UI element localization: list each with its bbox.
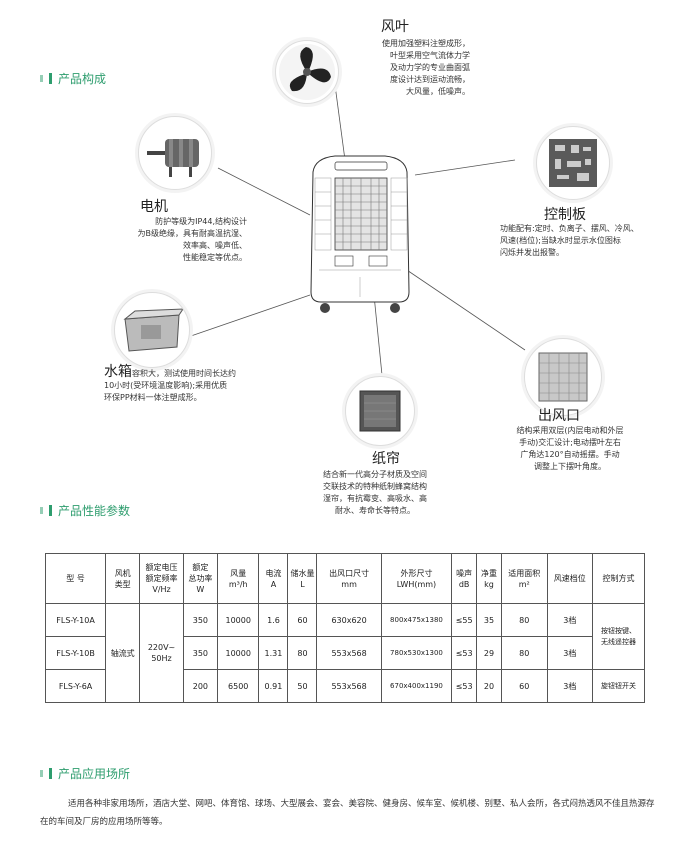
air-outlet-title: 出风口 [538,408,580,424]
section-application: 产品应用场所 [40,765,130,782]
fan-title: 风叶 [381,19,409,35]
application-text: 适用各种非家用场所，酒店大堂、网吧、体育馆、球场、大型展会、宴会、美容院、健身房… [40,799,655,827]
voltage-cell: 220V~50Hz [139,603,184,703]
header-control: 控制方式 [592,553,645,604]
table-row: FLS-Y-10A 轴流式 220V~50Hz 350 10000 1.6 60… [44,603,645,703]
fan-image [275,40,339,104]
air-outlet-icon [538,352,588,402]
fan-icon [279,44,335,100]
section-title: 产品性能参数 [58,504,131,518]
air-cooler-illustration [310,155,410,313]
control-board-desc: 功能配有:定时、负离子、摆风、冷风、 风速(档位);当缺水时显示水位图标 闪烁并… [500,224,639,257]
table-row: FLS-Y-6A 200 6500 0.91 50 553x568 670x40… [44,669,645,703]
section-title: 产品应用场所 [58,767,131,781]
water-tank-desc: 水箱容积大，测试使用时间长达约 10小时(受环境温度影响);采用优质 环保PP材… [104,364,236,402]
curtain-image [345,376,415,446]
header-fan-type: 风机类型 [105,553,141,604]
motor-icon [147,139,199,177]
header-model: 型 号 [44,553,107,604]
motor-title: 电机 [140,199,168,215]
fan-type-cell: 轴流式 [105,603,141,703]
air-outlet-image [524,338,602,416]
motor-desc: 防护等级为IP44,结构设计 为B级绝缘，具有耐高温抗湿、 效率高、噪声低、 性… [137,217,248,262]
table-row: FLS-Y-10B 350 10000 1.31 80 553x568 780x… [44,636,645,670]
fan-desc: 使用加强塑料注塑成形， 叶型采用空气流体力学 及动力学的专业曲面弧 度设计达到运… [382,39,470,96]
control-cell: 旋钮钮开关 [592,669,645,703]
air-outlet-desc: 结构采用双层(内层电动和外层 手动)交汇设计;电动摆叶左右 广角达120°自动摇… [516,426,624,471]
header-speed: 风速档位 [546,553,594,604]
section-title: 产品构成 [58,72,107,86]
circuit-board-icon [549,139,597,187]
section-composition: 产品构成 [40,70,106,87]
motor-image [138,116,212,190]
control-board-title: 控制板 [544,207,586,223]
control-cell: 按钮按键、无线遥控器 [592,603,645,670]
curtain-title: 纸帘 [372,451,400,467]
water-tank-icon [123,308,184,352]
curtain-icon [359,390,401,432]
water-tank-image [114,292,190,368]
section-performance: 产品性能参数 [40,502,130,519]
water-tank-title: 水箱 [104,364,132,380]
control-board-image [536,126,610,200]
curtain-desc: 结合新一代高分子材质及空间 交联技术的特种纸制蜂窝结构 湿帘，有抗霉变、高吸水、… [323,470,427,515]
